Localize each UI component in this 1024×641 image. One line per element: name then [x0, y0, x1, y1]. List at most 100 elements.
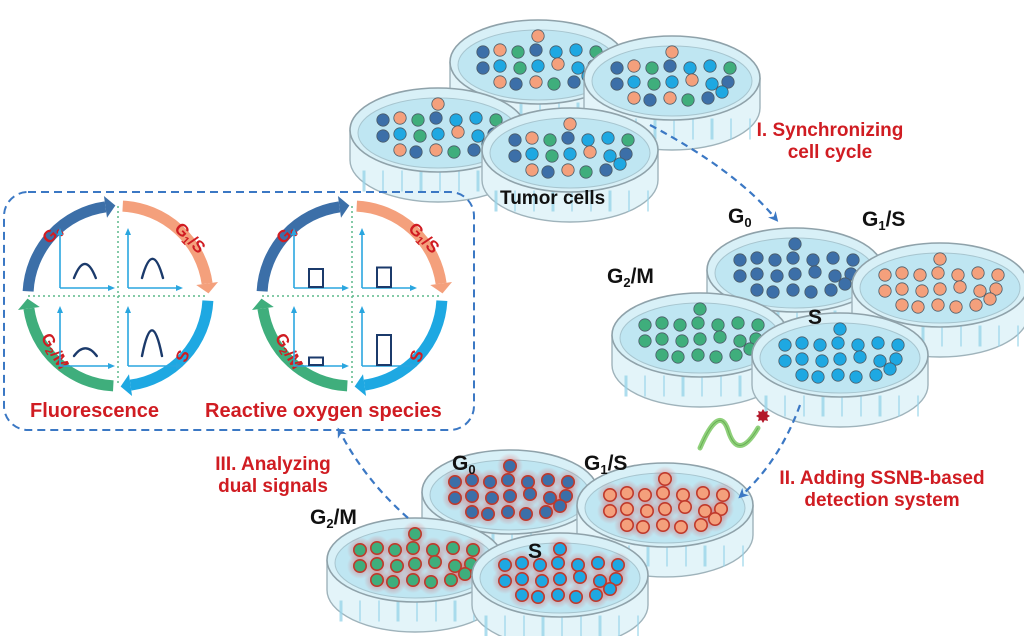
cell	[673, 519, 688, 534]
cell	[713, 330, 727, 344]
cell	[619, 147, 633, 161]
cell	[476, 45, 490, 59]
step-1-label: I. Synchronizing cell cycle	[735, 120, 925, 164]
cell	[913, 268, 927, 282]
phase-sub: 2	[276, 346, 289, 357]
cell	[715, 85, 729, 99]
cell	[531, 59, 545, 73]
step-1-line1: I. Synchronizing	[756, 120, 904, 141]
cell	[599, 163, 613, 177]
cell	[824, 283, 838, 297]
cell	[931, 298, 945, 312]
mini-plot-g1s	[359, 228, 417, 291]
cell	[639, 503, 654, 518]
cell	[560, 474, 575, 489]
cell	[655, 517, 670, 532]
s-arrowhead	[354, 374, 367, 397]
g2m-arc	[23, 307, 114, 392]
cell	[638, 334, 652, 348]
g0-arrowhead	[103, 195, 116, 218]
cell	[808, 265, 822, 279]
cell	[846, 253, 860, 267]
cell	[657, 471, 672, 486]
sync-label-g0: G0	[728, 205, 752, 230]
cell	[721, 75, 735, 89]
cell	[665, 45, 679, 59]
cell	[352, 542, 367, 557]
signal-peak	[140, 257, 165, 280]
mini-plot-s	[125, 306, 183, 369]
cell	[385, 574, 400, 589]
phase-base: G	[452, 452, 469, 475]
cell	[813, 338, 827, 352]
cell	[915, 284, 929, 298]
cell	[465, 542, 480, 557]
sync-dish-g2m	[611, 292, 789, 408]
y-axis-arrow	[57, 228, 63, 235]
cell	[673, 318, 687, 332]
phase-sub: 0	[744, 215, 752, 230]
cell	[815, 354, 829, 368]
cell	[713, 501, 728, 516]
cell	[497, 573, 512, 588]
mini-plot-s	[359, 306, 417, 369]
y-axis-arrow	[125, 228, 131, 235]
cell	[643, 93, 657, 107]
cell	[493, 43, 507, 57]
cell	[551, 57, 565, 71]
cell	[563, 147, 577, 161]
cell	[550, 587, 565, 602]
cell	[853, 350, 867, 364]
cell	[638, 318, 652, 332]
cell	[715, 487, 730, 502]
treated-label-g1s: G1/S	[584, 452, 627, 477]
s-arc	[129, 300, 214, 391]
cell	[497, 557, 512, 572]
phase-suffix: /M	[630, 265, 654, 288]
cell	[709, 350, 723, 364]
arrow-step-3	[337, 427, 409, 519]
phase-suffix: /S	[607, 452, 628, 475]
cell	[953, 280, 967, 294]
cell	[949, 300, 963, 314]
fluorescence-caption: Fluorescence	[30, 400, 159, 422]
cell	[602, 487, 617, 502]
step-1-line2: cell cycle	[787, 142, 873, 163]
ros-caption: Reactive oxygen species	[205, 400, 442, 422]
cell	[786, 283, 800, 297]
cell	[531, 29, 545, 43]
treated-dish-g1s	[576, 462, 754, 578]
cell	[621, 133, 635, 147]
cell	[750, 251, 764, 265]
cell	[407, 526, 422, 541]
cell	[567, 75, 581, 89]
cell	[831, 336, 845, 350]
step-3-line1: III. Analyzing	[215, 454, 331, 475]
cell	[663, 91, 677, 105]
g2m-arrowhead	[251, 298, 274, 311]
s-arc	[363, 300, 448, 391]
cell	[895, 298, 909, 312]
cell	[389, 558, 404, 573]
signal-peak	[72, 262, 97, 280]
cell	[532, 557, 547, 572]
cell	[393, 127, 407, 141]
cell	[502, 458, 517, 473]
cell	[610, 77, 624, 91]
step-2-label: II. Adding SSNB-based detection system	[762, 468, 1002, 512]
cell	[571, 61, 585, 75]
cell	[602, 503, 617, 518]
cell	[637, 487, 652, 502]
cell	[733, 253, 747, 267]
cell	[831, 368, 845, 382]
cell	[429, 143, 443, 157]
cell	[833, 352, 847, 366]
x-axis-arrow	[176, 285, 183, 291]
workflow-arrows	[337, 124, 802, 519]
cell	[509, 77, 523, 91]
phase-base: G	[607, 265, 624, 288]
cell	[590, 555, 605, 570]
cell	[409, 145, 423, 159]
phase-base: G	[310, 506, 327, 529]
cell	[671, 350, 685, 364]
